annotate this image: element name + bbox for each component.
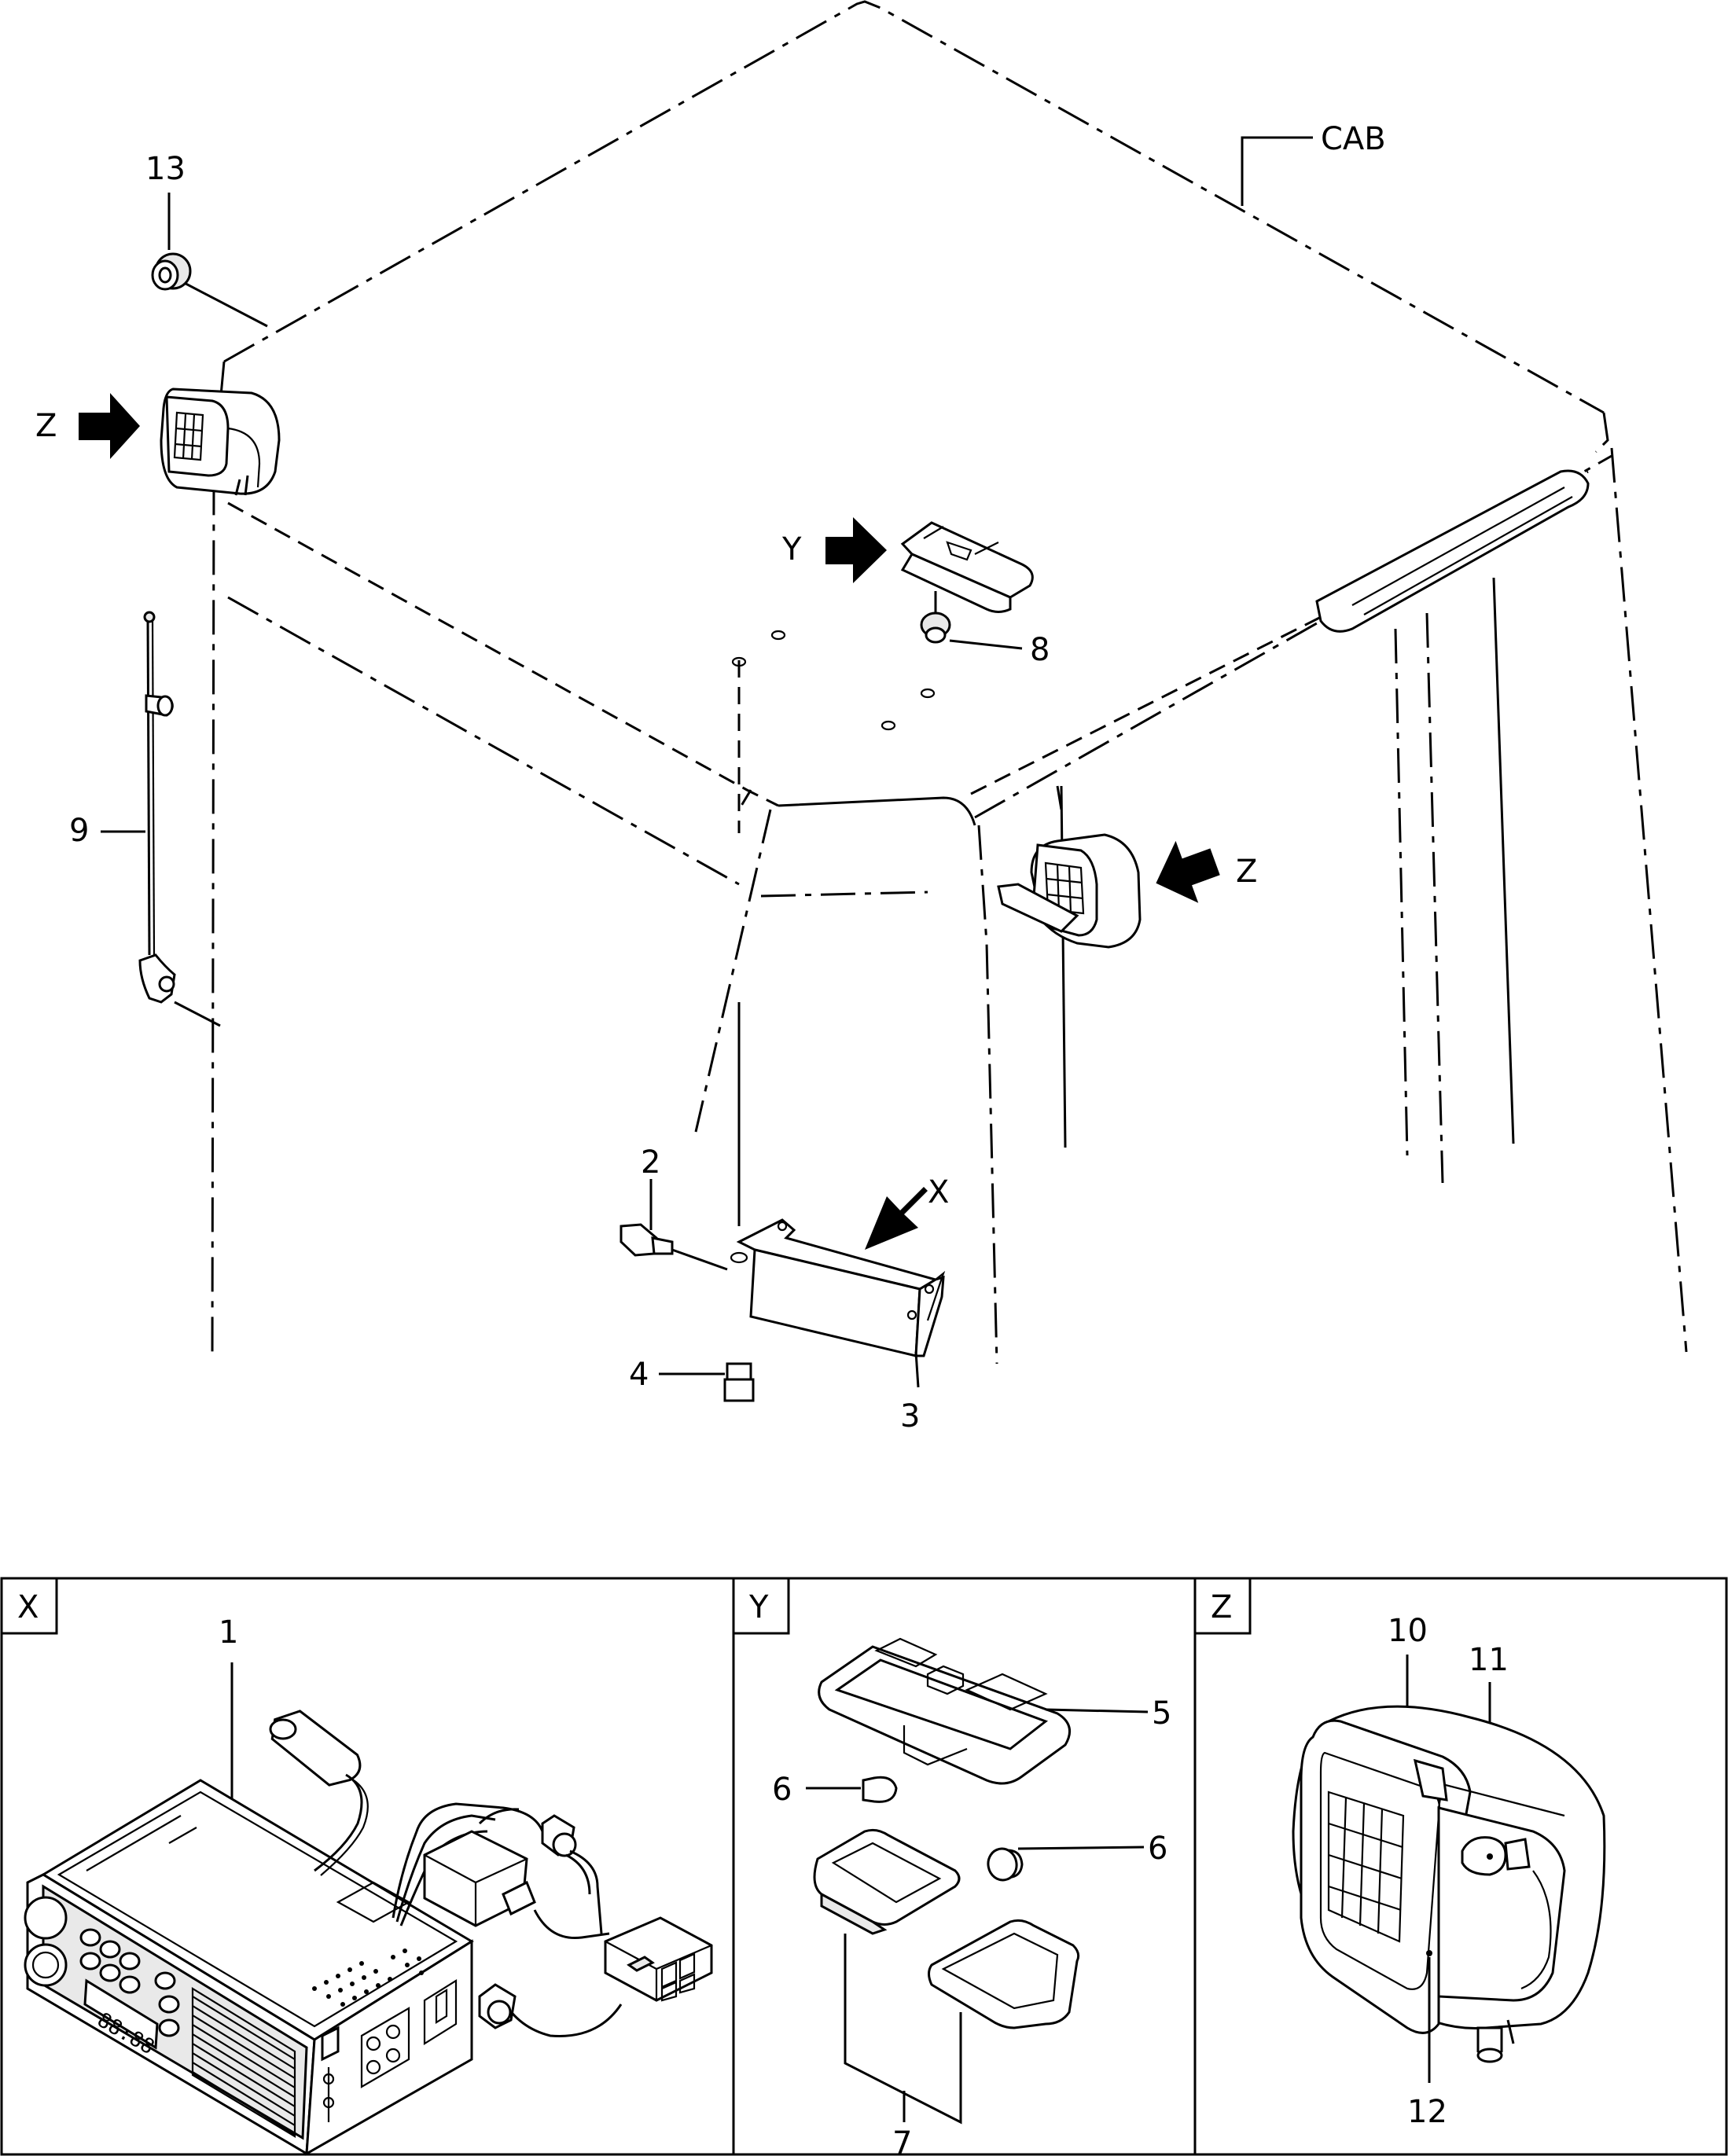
label-6a: 6 bbox=[772, 1772, 792, 1808]
label-y-top: Y bbox=[781, 531, 802, 567]
label-z-left: Z bbox=[35, 408, 57, 444]
panel-y-tag: Y bbox=[748, 1589, 769, 1625]
label-1: 1 bbox=[219, 1614, 238, 1651]
vent-dots bbox=[312, 1948, 424, 2007]
right-work-lamp: Z bbox=[997, 833, 1257, 949]
cab-callout: CAB bbox=[1241, 121, 1386, 206]
radio-bracket-assembly: 2 X 3 4 bbox=[620, 1144, 949, 1434]
panel-z-tag: Z bbox=[1211, 1589, 1232, 1625]
part-9-antenna: 9 bbox=[69, 611, 176, 1004]
label-2: 2 bbox=[641, 1144, 660, 1181]
label-3: 3 bbox=[900, 1398, 920, 1434]
label-10: 10 bbox=[1388, 1613, 1428, 1649]
label-z-right: Z bbox=[1236, 854, 1257, 890]
label-7: 7 bbox=[892, 2125, 912, 2156]
detail-panels: X Y Z bbox=[0, 1577, 1728, 2156]
panel-x-tag: X bbox=[17, 1589, 39, 1625]
part-13-grommet: 13 bbox=[145, 151, 192, 291]
part-1-radio: 1 88:88 bbox=[24, 1614, 713, 2156]
dome-light-assembly: Y 8 bbox=[781, 517, 1050, 668]
label-13: 13 bbox=[145, 151, 186, 187]
panel-y-parts: 5 6 6 7 bbox=[772, 1637, 1171, 2156]
label-5: 5 bbox=[1152, 1695, 1171, 1732]
label-12: 12 bbox=[1407, 2094, 1447, 2130]
panel-z-lamp: 10 11 12 bbox=[1292, 1613, 1606, 2130]
cab-outline bbox=[174, 0, 1688, 1364]
arrow-right-icon bbox=[825, 517, 887, 583]
label-6b: 6 bbox=[1148, 1831, 1167, 1867]
label-8: 8 bbox=[1030, 632, 1050, 668]
label-4: 4 bbox=[629, 1357, 649, 1393]
arrow-left-icon bbox=[1156, 840, 1220, 903]
label-9: 9 bbox=[69, 813, 89, 849]
left-work-lamp: Z bbox=[35, 387, 281, 496]
cab-label: CAB bbox=[1321, 121, 1386, 157]
arrow-down-left-icon bbox=[865, 1187, 928, 1250]
label-11: 11 bbox=[1469, 1642, 1509, 1678]
label-x-top: X bbox=[928, 1174, 949, 1210]
arrow-right-icon bbox=[79, 393, 140, 459]
roof-mount-holes bbox=[731, 630, 936, 731]
